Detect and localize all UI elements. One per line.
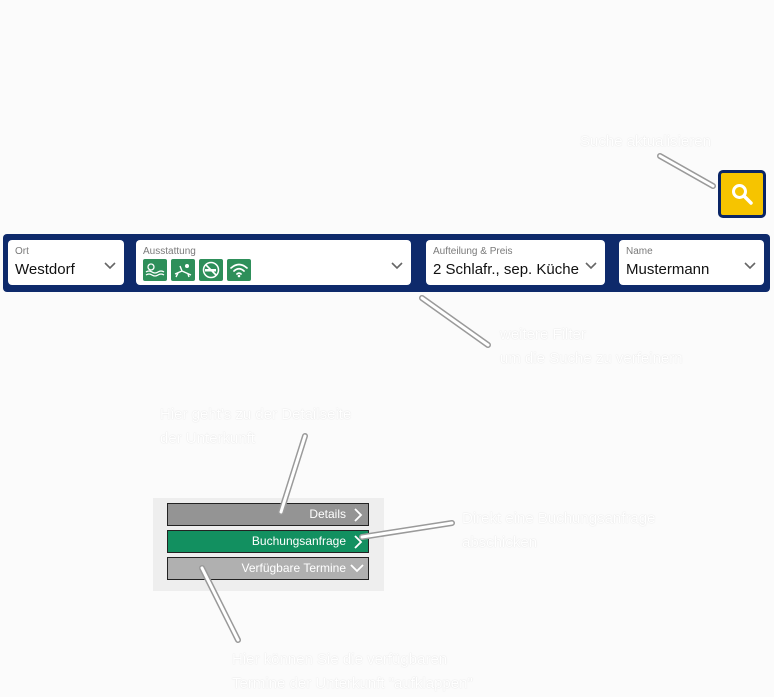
sea-view-icon: [143, 259, 167, 281]
layout-price-value: 2 Schlafr., sep. Küche: [433, 261, 579, 278]
chevron-down-icon: [744, 262, 756, 270]
location-value: Westdorf: [15, 261, 75, 278]
action-panel: Details Buchungsanfrage Verfügbare Termi…: [153, 498, 384, 591]
amenities-label: Ausstattung: [143, 246, 196, 257]
chevron-right-icon: [354, 508, 363, 522]
available-dates-button[interactable]: Verfügbare Termine: [167, 557, 369, 580]
name-value: Mustermann: [626, 261, 710, 278]
details-label: Details: [309, 507, 346, 521]
layout-price-select[interactable]: Aufteilung & Preis 2 Schlafr., sep. Küch…: [426, 240, 605, 285]
filter-tip: weitere Filter um die Suche zu verfeiner…: [500, 326, 683, 367]
location-label: Ort: [15, 246, 29, 257]
details-button[interactable]: Details: [167, 503, 369, 526]
no-smoking-icon: [199, 259, 223, 281]
location-select[interactable]: Ort Westdorf: [8, 240, 124, 285]
chevron-right-icon: [354, 535, 363, 549]
chevron-down-icon: [350, 564, 364, 573]
chevron-down-icon: [104, 262, 116, 270]
search-button[interactable]: [718, 170, 766, 218]
sun-lounger-icon: [171, 259, 195, 281]
chevron-down-icon: [391, 262, 403, 270]
booking-tip: Direkt eine Buchungsanfrage abschicken: [462, 510, 656, 551]
chevron-down-icon: [585, 262, 597, 270]
dates-label: Verfügbare Termine: [241, 561, 346, 575]
amenities-icons: [143, 259, 405, 281]
search-icon: [732, 184, 753, 205]
name-label: Name: [626, 246, 653, 257]
filter-pointer: [419, 295, 491, 348]
layout-price-label: Aufteilung & Preis: [433, 246, 513, 257]
wifi-icon: [227, 259, 251, 281]
booking-label: Buchungsanfrage: [251, 534, 346, 548]
name-select[interactable]: Name Mustermann: [619, 240, 764, 285]
booking-request-button[interactable]: Buchungsanfrage: [167, 530, 369, 553]
filter-bar: Ort Westdorf Ausstattung Aufteilung & Pr…: [3, 234, 770, 292]
dates-tip: Hier können Sie die verfügbaren Termine …: [232, 651, 473, 692]
details-tip: Hier geht's zu der Detailseite der Unter…: [160, 406, 352, 447]
amenities-select[interactable]: Ausstattung: [136, 240, 411, 285]
search-pointer: [657, 153, 716, 189]
search-tip: Suche aktualisieren: [580, 133, 711, 150]
